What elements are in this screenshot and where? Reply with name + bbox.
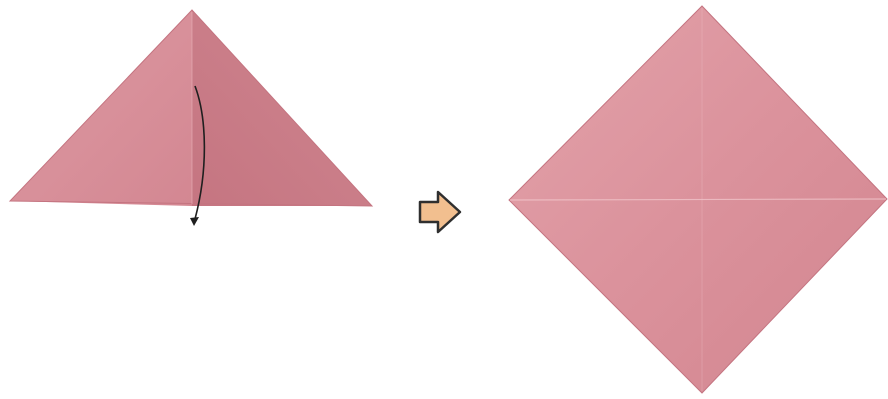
unfolded-diamond xyxy=(509,6,887,393)
triangle-left-face xyxy=(10,10,192,206)
folded-triangle xyxy=(10,10,372,206)
right-arrow-icon xyxy=(420,192,460,232)
